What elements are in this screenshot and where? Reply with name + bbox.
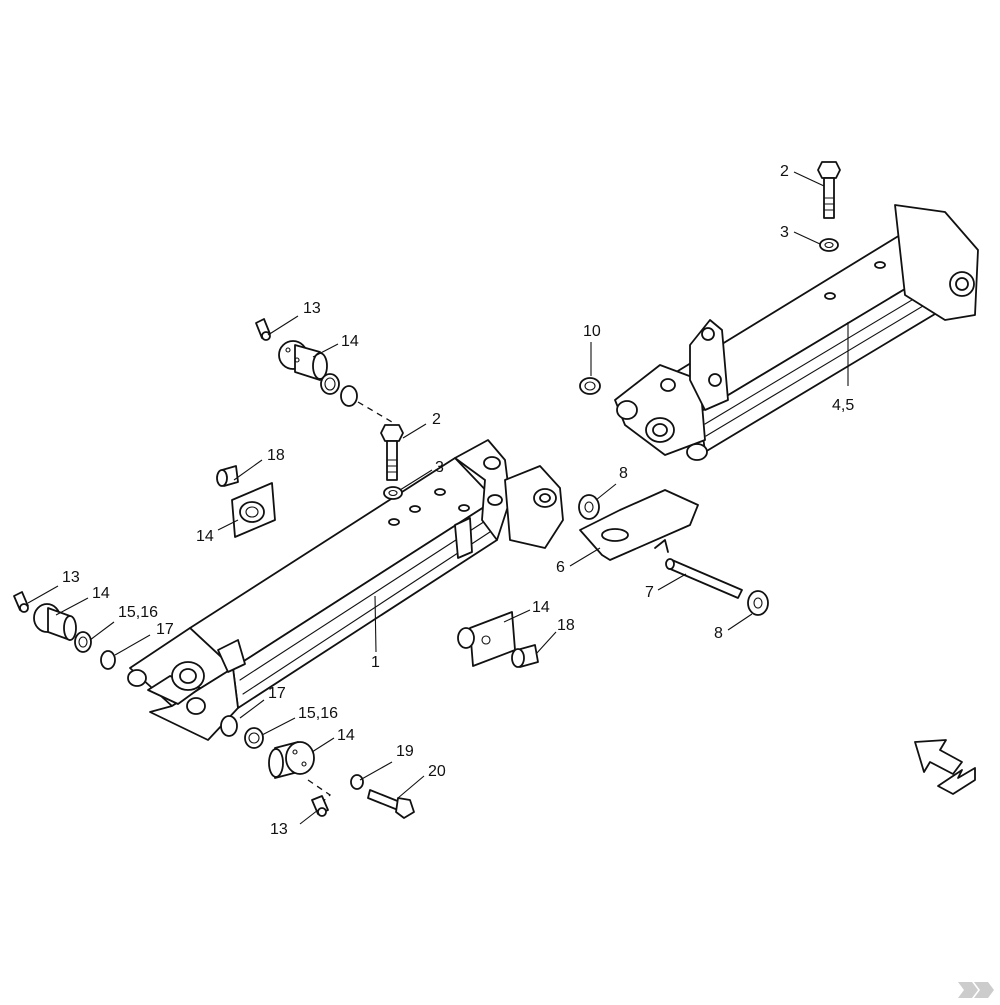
bushing-18-upper <box>216 465 239 487</box>
callout-14-lower: 14 <box>337 727 355 744</box>
washer-left <box>383 486 403 500</box>
callout-13-upper: 13 <box>303 300 321 317</box>
callout-labels: 13 14 2 3 18 14 1 13 14 15,16 17 17 15,1… <box>62 163 854 838</box>
washer-upper <box>819 238 839 252</box>
callout-15-16-lower: 15,16 <box>298 705 338 722</box>
callout-14-middle: 14 <box>532 599 550 616</box>
main-beam-right <box>614 204 979 456</box>
callout-15-16-left: 15,16 <box>118 604 158 621</box>
callout-17-left: 17 <box>156 621 174 638</box>
circlip-left <box>100 650 116 670</box>
callout-18-upper: 18 <box>267 447 285 464</box>
callout-3-left: 3 <box>435 459 444 476</box>
callout-2-upper: 2 <box>780 163 789 180</box>
callout-4-5: 4,5 <box>832 397 854 414</box>
bushing-18-lower <box>511 644 539 668</box>
spacer-ring-lower <box>244 727 264 749</box>
direction-arrow-icon <box>914 739 976 795</box>
lock-washer-upper <box>578 494 600 520</box>
callout-8-upper: 8 <box>619 465 628 482</box>
bushing-10 <box>579 377 708 461</box>
callout-13-left: 13 <box>62 569 80 586</box>
callout-19: 19 <box>396 743 414 760</box>
callout-18-middle: 18 <box>557 617 575 634</box>
pivot-pin-left <box>33 603 77 641</box>
callout-2-left: 2 <box>432 411 441 428</box>
pin-7 <box>665 558 743 599</box>
callout-10: 10 <box>583 323 601 340</box>
callout-17-lower: 17 <box>268 685 286 702</box>
mounting-plate <box>579 489 699 561</box>
callout-13-lower: 13 <box>270 821 288 838</box>
callout-6: 6 <box>556 559 565 576</box>
bolt-left <box>380 424 404 481</box>
circlip-lower <box>220 715 238 737</box>
callout-20: 20 <box>428 763 446 780</box>
spacer-ring-left <box>74 631 92 653</box>
main-beam-left <box>127 439 564 741</box>
grease-nipple-lower <box>311 795 329 817</box>
spacer-ring-upper <box>320 373 340 395</box>
brand-logo <box>958 982 994 998</box>
washer-19 <box>350 774 364 790</box>
callout-14-upper-left: 14 <box>196 528 214 545</box>
bolt-upper <box>817 161 841 219</box>
bolt-20 <box>367 789 415 819</box>
callout-3-upper: 3 <box>780 224 789 241</box>
callout-7: 7 <box>645 584 654 601</box>
bearing-plate-14-lower <box>457 611 516 667</box>
lock-washer-lower <box>747 590 769 616</box>
callout-14-upper: 14 <box>341 333 359 350</box>
pivot-pin-upper <box>278 340 328 381</box>
callout-14-left: 14 <box>92 585 110 602</box>
grease-nipple-upper <box>255 318 271 341</box>
callout-8-lower: 8 <box>714 625 723 642</box>
pivot-pin-lower <box>268 741 315 779</box>
callout-1: 1 <box>371 654 380 671</box>
bearing-plate-14-upper <box>231 482 276 538</box>
circlip-upper <box>340 385 358 407</box>
grease-nipple-left <box>13 591 29 613</box>
leader-lines <box>27 171 849 825</box>
